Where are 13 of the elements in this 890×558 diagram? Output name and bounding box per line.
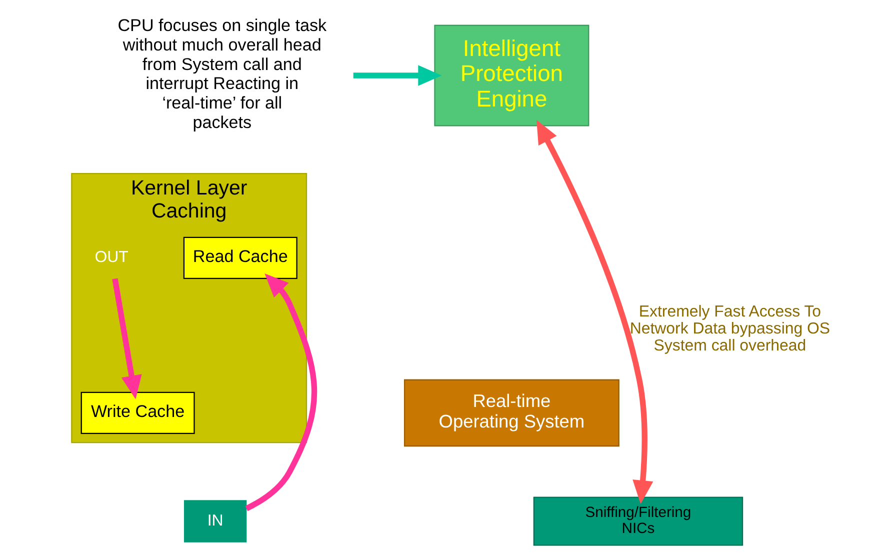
edge-label: Extremely Fast Access To Network Data bypassing OS System call overhead [630, 303, 830, 354]
arrow [353, 65, 442, 86]
node-text: CPU focuses on single task without much overall head from System call and interrupt Reacting in ‘real-time’ for all packets [118, 16, 327, 132]
node-text: OUT [94, 249, 128, 266]
node-box: IN [184, 500, 247, 542]
arrow [112, 278, 142, 400]
node-box: Write Cache [80, 392, 195, 434]
node-box: Read Cache [183, 236, 298, 279]
arrow [245, 273, 318, 512]
arrow [536, 120, 654, 504]
node-box: Sniffing/Filtering NICs [533, 496, 744, 546]
node-box: Real-time Operating System [404, 379, 620, 447]
node-box: Intelligent Protection Engine [434, 24, 590, 126]
